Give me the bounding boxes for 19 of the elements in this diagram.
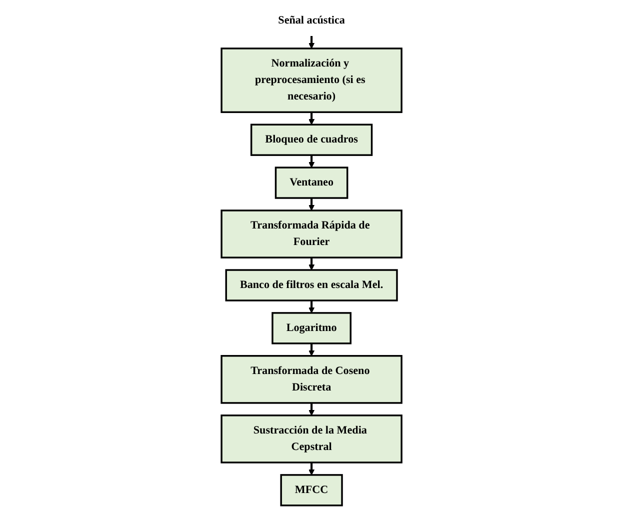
node-box: Bloqueo de cuadros — [250, 124, 374, 156]
arrow — [308, 155, 316, 168]
node-box: Sustracción de la Media Cepstral — [221, 414, 403, 464]
node-box: Transformada Rápida de Fourier — [221, 210, 403, 258]
arrow — [308, 462, 316, 476]
node-box: Ventaneo — [275, 166, 349, 199]
node-box: Normalización y preprocesamiento (si es necesario) — [221, 48, 403, 114]
node-box: MFCC — [280, 474, 344, 506]
arrow — [308, 198, 316, 211]
arrow — [308, 36, 316, 49]
node-box: Logaritmo — [272, 312, 352, 344]
node-box: Banco de filtros en escala Mel. — [226, 269, 398, 302]
node-box: Transformada de Coseno Discreta — [221, 355, 403, 404]
arrow — [308, 300, 316, 314]
arrow — [308, 112, 316, 125]
node-text: Señal acústica — [278, 14, 346, 26]
arrow — [308, 343, 316, 356]
arrow — [308, 258, 316, 270]
arrow — [308, 402, 316, 416]
